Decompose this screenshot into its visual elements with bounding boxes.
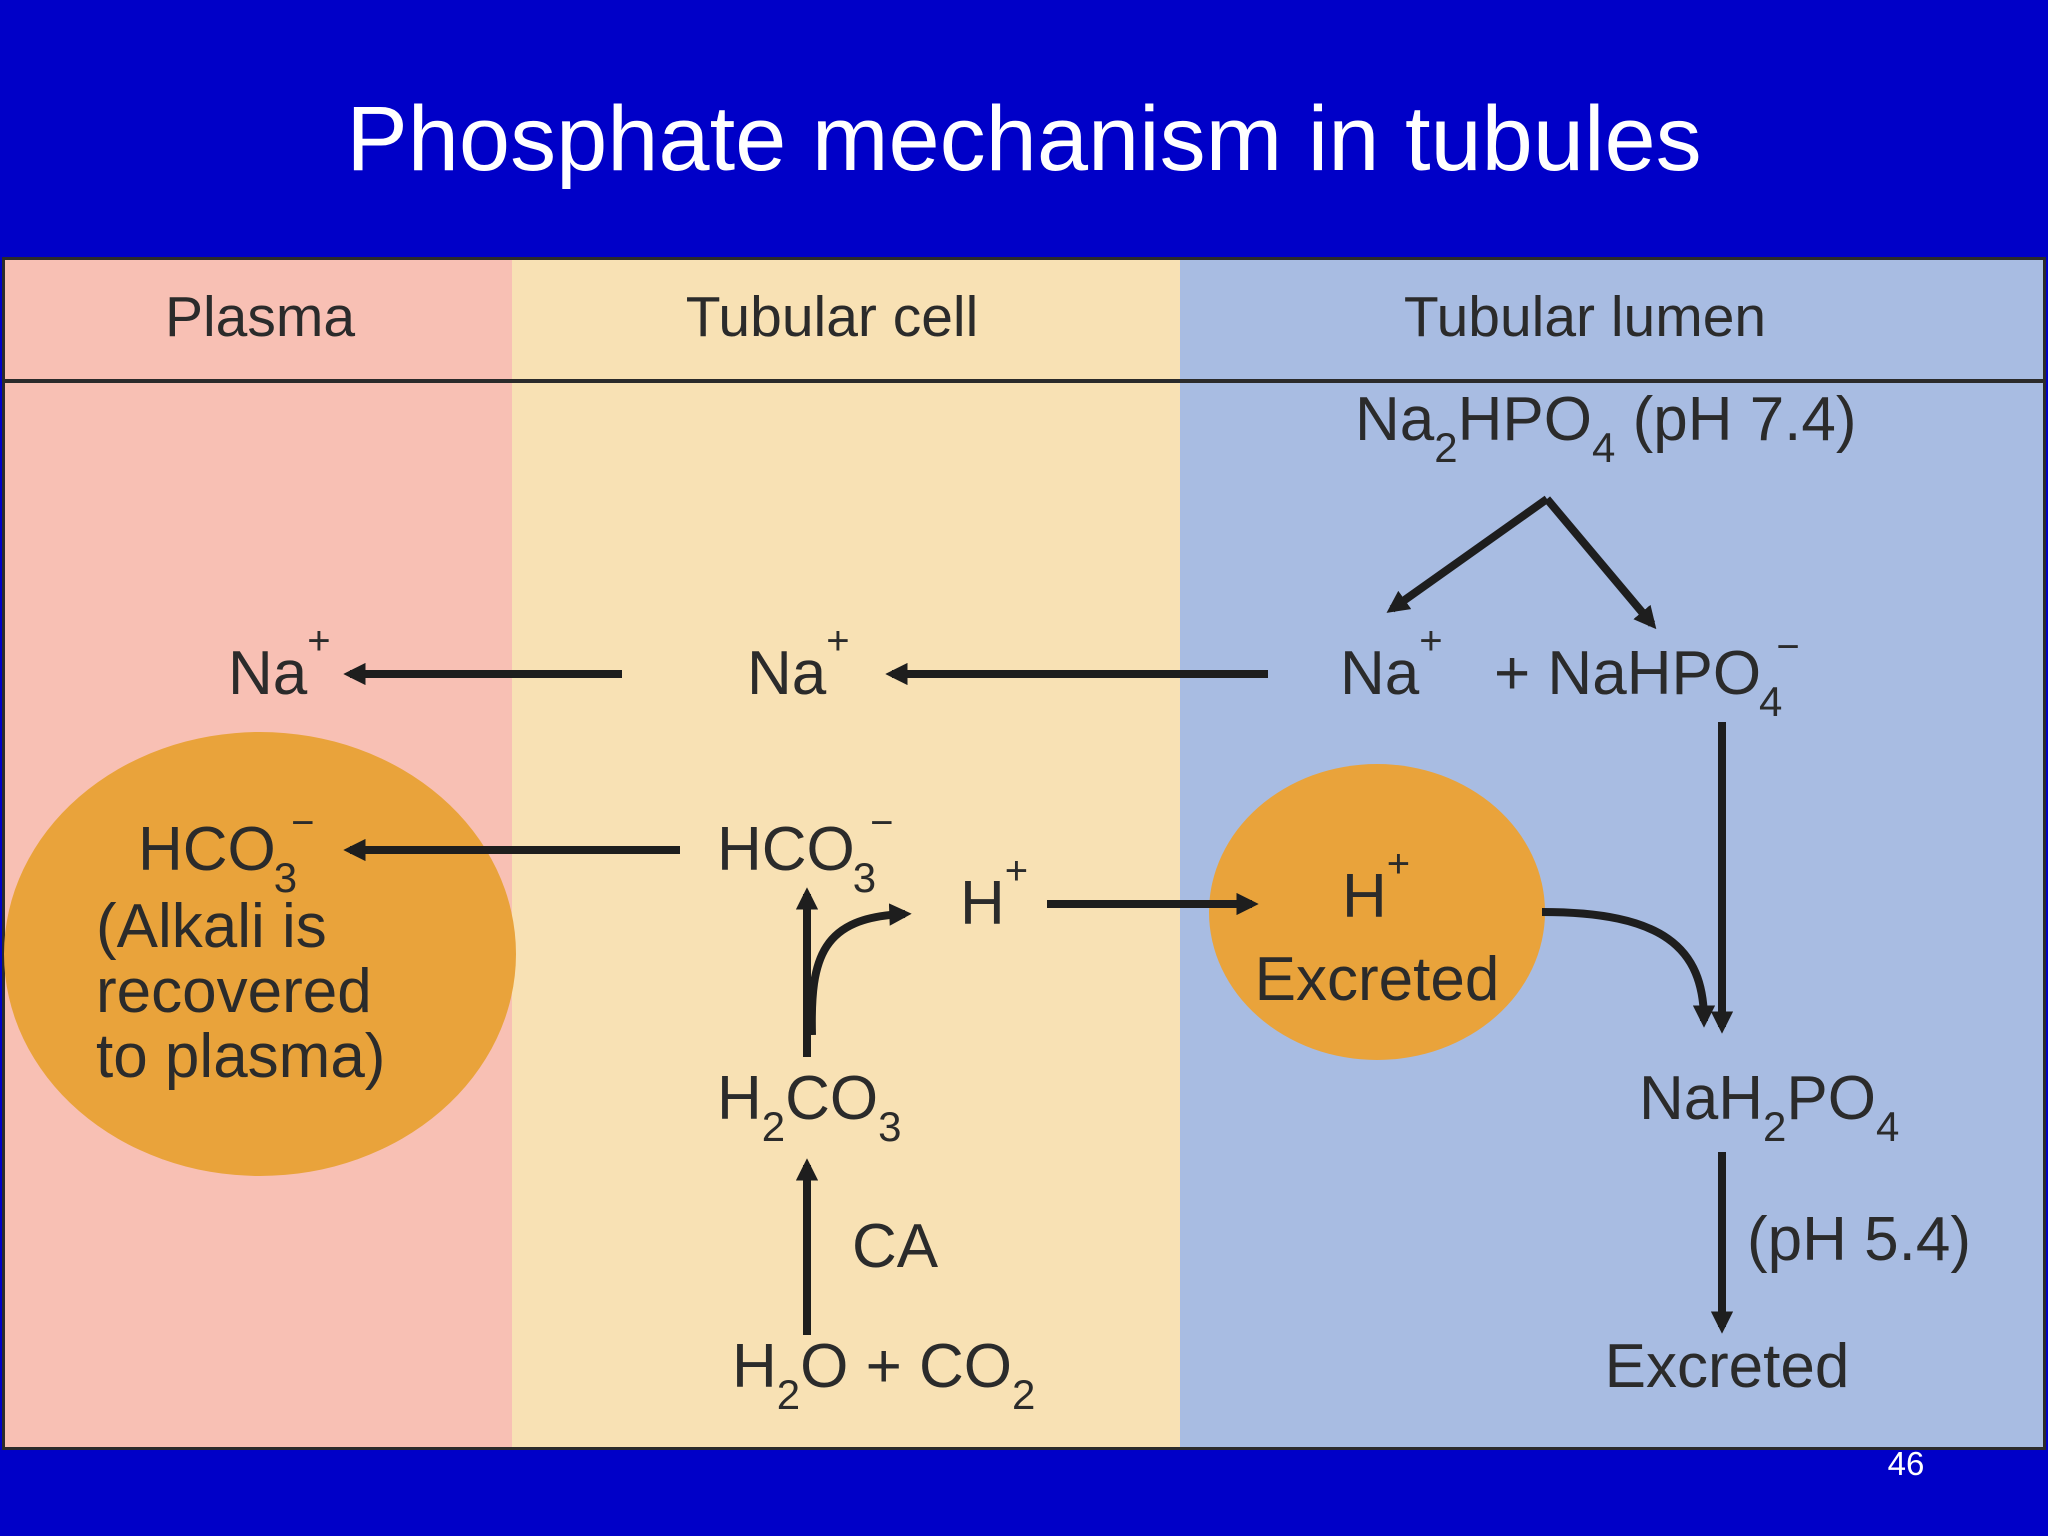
arrow-h-to-nah2po4 bbox=[1541, 908, 1716, 1028]
label-h2co3: H2CO3 bbox=[717, 1064, 902, 1150]
label-lumen-excreted: Excreted bbox=[1605, 1332, 1850, 1401]
label-alkali-note-line-2: recovered bbox=[96, 957, 372, 1026]
header-tubular-lumen: Tubular lumen bbox=[1404, 285, 1766, 349]
label-nah2po4: NaH2PO4 bbox=[1639, 1064, 1899, 1150]
label-h2o-co2: H2O + CO2 bbox=[732, 1332, 1035, 1418]
arrow-to-nahpo4 bbox=[1543, 496, 1657, 630]
label-na2hpo4: Na2HPO4 (pH 7.4) bbox=[1355, 385, 1857, 471]
slide-number: 46 bbox=[1887, 1445, 1925, 1482]
label-plasma-hco3: HCO3− bbox=[138, 801, 315, 901]
arrow-to-na-plus bbox=[1386, 495, 1550, 613]
diagram-frame bbox=[2, 257, 2046, 1450]
label-cell-h-plus: H+ bbox=[960, 849, 1028, 938]
label-cell-na-plus: Na+ bbox=[747, 619, 850, 708]
arrow-h2co3-to-h-plus bbox=[807, 903, 912, 1036]
label-lumen-h-plus: H+ bbox=[1342, 842, 1410, 931]
label-plasma-na-plus: Na+ bbox=[228, 619, 331, 708]
label-alkali-note-line-3: to plasma) bbox=[96, 1022, 385, 1091]
slide-title: Phosphate mechanism in tubules bbox=[346, 88, 1702, 190]
label-alkali-note-line-1: (Alkali is bbox=[96, 892, 327, 961]
label-carbonic-anhydrase: CA bbox=[852, 1212, 939, 1281]
plasma-hco3-circle bbox=[4, 732, 516, 1176]
header-plasma: Plasma bbox=[165, 285, 355, 349]
label-h-excreted: Excreted bbox=[1255, 945, 1500, 1014]
label-cell-hco3: HCO3− bbox=[717, 801, 894, 901]
h-excreted-circle bbox=[1209, 764, 1545, 1060]
label-nahpo4: + NaHPO4− bbox=[1494, 625, 1800, 725]
label-ph-5-4: (pH 5.4) bbox=[1747, 1205, 1971, 1274]
phosphate-mechanism-diagram: Plasma Tubular cell Tubular lumen Na2HPO… bbox=[2, 257, 2046, 1450]
header-tubular-cell: Tubular cell bbox=[686, 285, 979, 349]
label-lumen-na-plus: Na+ bbox=[1340, 619, 1443, 708]
